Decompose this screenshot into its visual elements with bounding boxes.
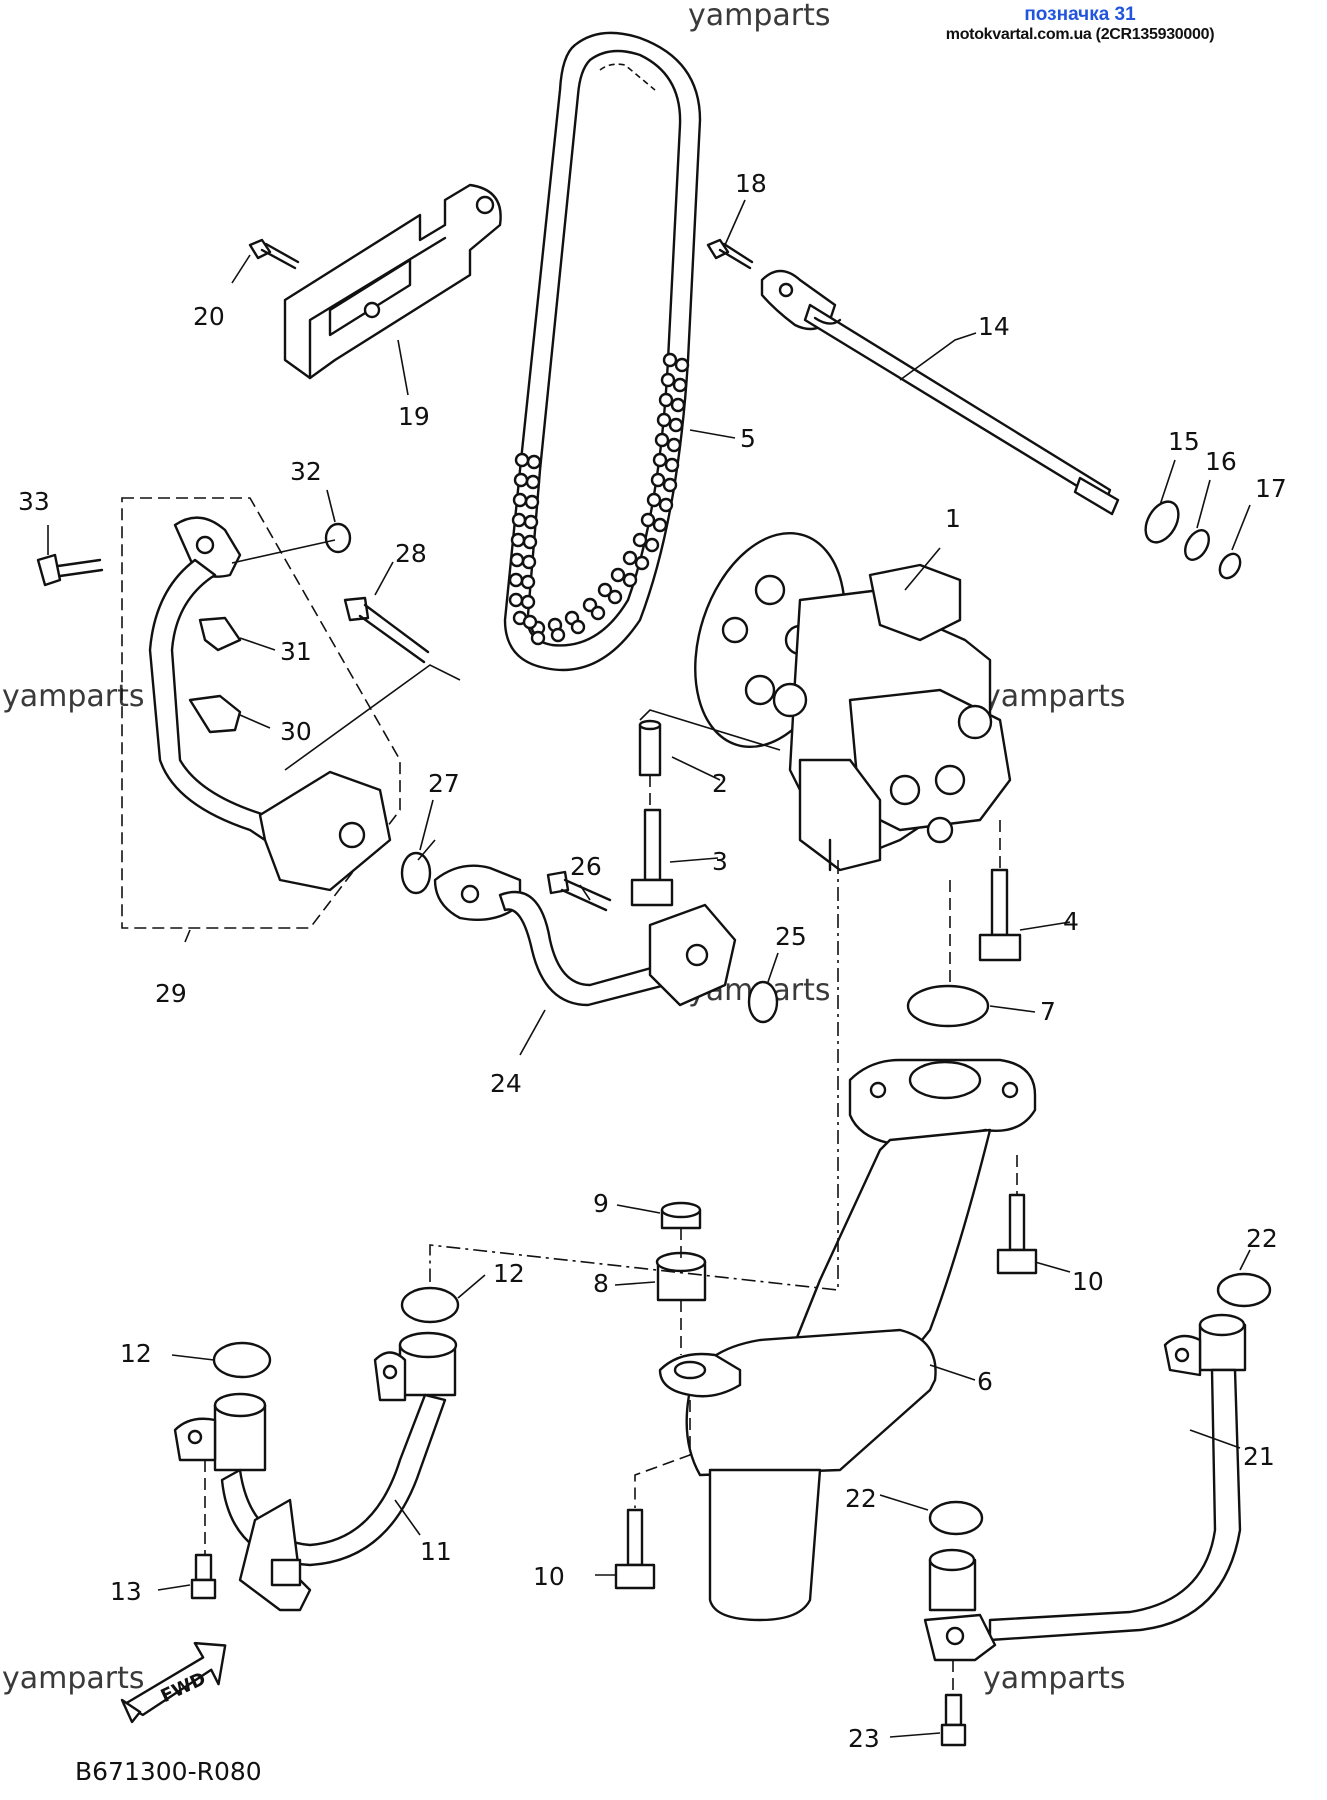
callout-20: 20: [193, 302, 225, 331]
callout-14: 14: [978, 312, 1010, 341]
callout-16: 16: [1205, 447, 1237, 476]
callout-1: 1: [945, 504, 961, 533]
return-pipe-21[interactable]: [923, 1313, 1247, 1662]
washer-16[interactable]: [1180, 526, 1213, 564]
callout-31: 31: [280, 637, 312, 666]
clamp-30[interactable]: [188, 694, 242, 734]
callout-26: 26: [570, 852, 602, 881]
callout-5: 5: [740, 424, 756, 453]
callout-18: 18: [735, 169, 767, 198]
header-source: motokvartal.com.ua (2CR135930000): [945, 26, 1215, 43]
collar-9-top: [660, 1201, 702, 1219]
chain-guide-bracket[interactable]: [283, 183, 502, 380]
callout-24: 24: [490, 1069, 522, 1098]
clamp-31[interactable]: [198, 616, 242, 652]
callout-10a: 10: [1072, 1267, 1104, 1296]
o-ring-7[interactable]: [906, 984, 990, 1028]
o-ring-27[interactable]: [400, 851, 432, 895]
callout-32: 32: [290, 457, 322, 486]
callout-10b: 10: [533, 1562, 565, 1591]
callout-15: 15: [1168, 427, 1200, 456]
callout-33: 33: [18, 487, 50, 516]
washer-32[interactable]: [324, 522, 352, 554]
leader-lines: [47, 199, 1251, 1738]
callout-22b: 22: [845, 1484, 877, 1513]
callout-9: 9: [593, 1189, 609, 1218]
callout-4: 4: [1063, 907, 1079, 936]
callout-29: 29: [155, 979, 187, 1008]
pump-dowel-pin[interactable]: [638, 719, 662, 777]
callout-21: 21: [1243, 1442, 1275, 1471]
callout-17: 17: [1255, 474, 1287, 503]
cam-chain[interactable]: [503, 31, 702, 672]
bracket-bolt[interactable]: [248, 238, 300, 270]
oil-strainer[interactable]: [658, 1058, 1037, 1622]
o-ring-12a[interactable]: [400, 1286, 460, 1324]
watermark: yamparts: [983, 1661, 1126, 1696]
header-title: позначка 31: [1024, 4, 1136, 25]
oil-pipe-29[interactable]: [148, 516, 392, 892]
pump-bolt-4[interactable]: [978, 868, 1022, 962]
delivery-pipe-11[interactable]: [173, 1331, 458, 1612]
watermark: yamparts: [2, 679, 145, 714]
callout-6: 6: [977, 1367, 993, 1396]
callout-2: 2: [712, 769, 728, 798]
oil-pump-assembly[interactable]: [669, 514, 1012, 872]
bolt-28[interactable]: [343, 596, 430, 664]
callout-12b: 12: [120, 1339, 152, 1368]
callout-8: 8: [593, 1269, 609, 1298]
callout-23: 23: [848, 1724, 880, 1753]
oil-pump-shaft[interactable]: [760, 269, 1120, 516]
pump-bolt-3[interactable]: [630, 808, 674, 907]
diagram-code: B671300-R080: [75, 1757, 262, 1786]
bolt-26[interactable]: [546, 870, 612, 912]
watermark: yamparts: [688, 0, 831, 33]
callout-13: 13: [110, 1577, 142, 1606]
callout-27: 27: [428, 769, 460, 798]
union-bolt-33[interactable]: [36, 553, 104, 587]
assembly-outline-29: [121, 497, 401, 929]
bolt-23[interactable]: [940, 1693, 967, 1747]
oil-pipe-24[interactable]: [433, 864, 737, 1007]
strainer-bolt-10b[interactable]: [614, 1508, 656, 1590]
bolt-13[interactable]: [190, 1553, 217, 1600]
callout-7: 7: [1040, 997, 1056, 1026]
o-ring-25[interactable]: [747, 980, 779, 1024]
alignment-lines: [204, 664, 1018, 1695]
callout-11: 11: [420, 1537, 452, 1566]
callout-22a: 22: [1246, 1224, 1278, 1253]
callout-12a: 12: [493, 1259, 525, 1288]
watermark: yamparts: [983, 679, 1126, 714]
cam-chain-links: [508, 352, 690, 646]
washer-17[interactable]: [1216, 550, 1245, 582]
strainer-bolt-10a[interactable]: [996, 1193, 1038, 1275]
callout-30: 30: [280, 717, 312, 746]
o-ring-22b[interactable]: [928, 1500, 984, 1536]
watermark: yamparts: [2, 1661, 145, 1696]
o-ring-15[interactable]: [1139, 496, 1185, 548]
callout-19: 19: [398, 402, 430, 431]
callout-3: 3: [712, 847, 728, 876]
shaft-bolt[interactable]: [706, 238, 754, 270]
callout-28: 28: [395, 539, 427, 568]
o-ring-22a[interactable]: [1216, 1272, 1272, 1308]
callout-25: 25: [775, 922, 807, 951]
o-ring-12b[interactable]: [212, 1341, 272, 1379]
